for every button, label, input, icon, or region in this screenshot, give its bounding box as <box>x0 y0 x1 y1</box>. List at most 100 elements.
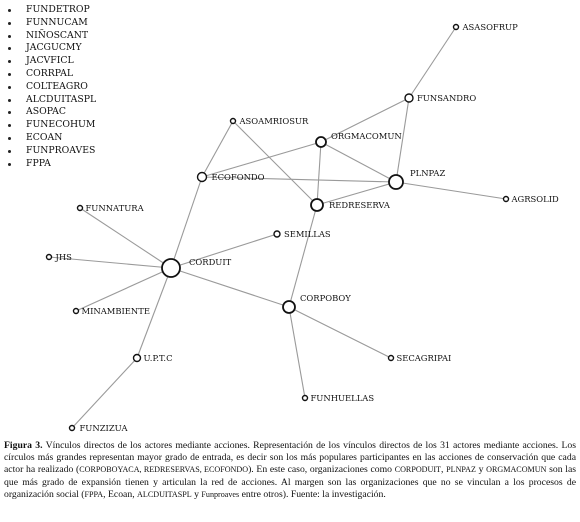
legend-item: ECOAN <box>6 132 96 145</box>
caption-text: y <box>191 488 202 500</box>
node-funnatura <box>76 204 84 212</box>
bullet-icon <box>8 85 11 89</box>
edge-ecofondo-plnpaz <box>201 176 397 183</box>
edge-asoamriosur-ecofondo <box>201 120 234 178</box>
edge-orgmacomun-redreserva <box>316 141 322 206</box>
caption-text: y <box>475 464 487 476</box>
node-label-secagripai: SECAGRIPAI <box>397 353 452 363</box>
node-plnpaz <box>388 174 404 190</box>
caption-text: , <box>441 464 447 476</box>
bullet-icon <box>8 9 11 12</box>
caption-text: , Ecoan, <box>103 488 138 500</box>
node-orgmacomun <box>315 136 327 148</box>
node-asoamriosur <box>229 117 237 125</box>
bullet-icon <box>8 21 11 25</box>
node-label-jhs: JHS <box>55 252 73 262</box>
node-redreserva <box>310 198 324 212</box>
caption-text: Vínculos directos de los actores mediant… <box>4 440 577 476</box>
node-label-ecofondo: ECOFONDO <box>212 172 265 182</box>
node-label-minambiente: MINAMBIENTE <box>82 306 150 316</box>
legend-label: ASOPAC <box>26 106 66 118</box>
edge-semillas-corduit <box>170 233 278 269</box>
edge-uptc-corduit <box>136 267 172 359</box>
legend-label: CORRPAL <box>26 67 74 79</box>
bullet-icon <box>8 60 11 64</box>
legend-item: NIÑOSCANT <box>6 30 96 43</box>
caption-smallcaps: ALCDUITASPL <box>137 489 192 499</box>
edge-minambiente-corduit <box>75 267 172 312</box>
edge-orgmacomun-plnpaz <box>320 141 397 183</box>
legend-label: ECOAN <box>26 131 63 143</box>
node-corduit <box>161 258 181 278</box>
caption-smallcaps: CORPOBOYACA, REDRESERVAS, ECOFONDO <box>79 465 249 475</box>
edge-orgmacomun-ecofondo <box>201 141 322 178</box>
edge-jhs-corduit <box>48 256 172 269</box>
node-label-funsandro: FUNSANDRO <box>417 93 476 103</box>
node-ecofondo <box>196 171 208 183</box>
node-label-plnpaz: PLNPAZ <box>410 168 445 178</box>
nodes-layer: ASASOFRUPFUNSANDROASOAMRIOSURORGMACOMUNP… <box>45 22 560 433</box>
caption-smallcaps: ORGMACOMUN <box>486 465 547 475</box>
legend-label: NIÑOSCANT <box>26 29 89 41</box>
caption-smallcaps: CORPODUIT <box>394 465 442 475</box>
legend-label: COLTEAGRO <box>26 80 88 92</box>
node-corpoboy <box>282 300 296 314</box>
caption-smallcaps: Funproaves <box>201 489 240 499</box>
node-funsandro <box>404 93 414 103</box>
edge-asasofrup-funsandro <box>408 26 457 99</box>
legend-item: FUNPROAVES <box>6 145 96 158</box>
edge-uptc-funzizua <box>71 357 138 429</box>
edge-plnpaz-agrsolid <box>395 181 507 200</box>
caption-text: ). En este caso, organizaciones como <box>248 464 395 476</box>
node-label-orgmacomun: ORGMACOMUN <box>331 131 402 141</box>
edge-asoamriosur-redreserva <box>232 120 318 206</box>
node-minambiente <box>72 307 80 315</box>
node-funzizua <box>68 424 76 432</box>
bullet-icon <box>8 34 11 38</box>
node-label-agrsolid: AGRSOLID <box>511 194 560 204</box>
legend-item: COLTEAGRO <box>6 81 96 94</box>
legend-label: FPPA <box>26 157 51 169</box>
node-label-redreserva: REDRESERVA <box>329 200 391 210</box>
bullet-icon <box>8 124 11 128</box>
edge-funsandro-orgmacomun <box>320 97 410 143</box>
edge-redreserva-corpoboy <box>288 204 318 308</box>
node-label-corduit: CORDUIT <box>189 257 232 267</box>
caption-smallcaps: PLNPAZ <box>446 465 476 475</box>
bullet-icon <box>8 136 11 140</box>
node-semillas <box>273 230 281 238</box>
edge-funsandro-plnpaz <box>395 97 410 183</box>
legend-item: ALCDUITASPL <box>6 94 96 107</box>
node-label-funhuellas: FUNHUELLAS <box>311 393 375 403</box>
edge-plnpaz-redreserva <box>316 181 397 206</box>
legend-label: FUNPROAVES <box>26 144 96 156</box>
node-uptc <box>132 353 142 363</box>
caption-label: Figura 3. <box>4 440 43 451</box>
legend-item: JACGUCMY <box>6 42 96 55</box>
node-agrsolid <box>502 195 510 203</box>
legend-label: ALCDUITASPL <box>26 93 97 105</box>
edge-funnatura-corduit <box>79 207 172 269</box>
legend-item: FUNNUCAM <box>6 17 96 30</box>
node-funhuellas <box>301 394 309 402</box>
legend-item: FPPA <box>6 158 96 171</box>
node-label-semillas: SEMILLAS <box>284 229 331 239</box>
node-label-asoamriosur: ASOAMRIOSUR <box>239 116 310 126</box>
caption-text: entre otros). Fuente: la investigación. <box>239 488 386 500</box>
edge-corpoboy-funhuellas <box>288 306 306 399</box>
legend-item: JACVFICL <box>6 55 96 68</box>
legend-label: FUNECOHUM <box>26 119 96 131</box>
bullet-icon <box>8 162 11 166</box>
network-diagram: ASASOFRUPFUNSANDROASOAMRIOSURORGMACOMUNP… <box>45 22 560 433</box>
legend-item: ASOPAC <box>6 106 96 119</box>
node-label-funzizua: FUNZIZUA <box>80 423 129 433</box>
legend-item: CORRPAL <box>6 68 96 81</box>
bullet-icon <box>8 149 11 153</box>
legend-label: JACGUCMY <box>26 42 82 54</box>
bullet-icon <box>8 72 11 76</box>
node-label-funnatura: FUNNATURA <box>86 203 145 213</box>
bullet-icon <box>8 47 11 51</box>
caption-smallcaps: FPPA <box>84 489 104 499</box>
edge-ecofondo-corduit <box>170 176 203 269</box>
